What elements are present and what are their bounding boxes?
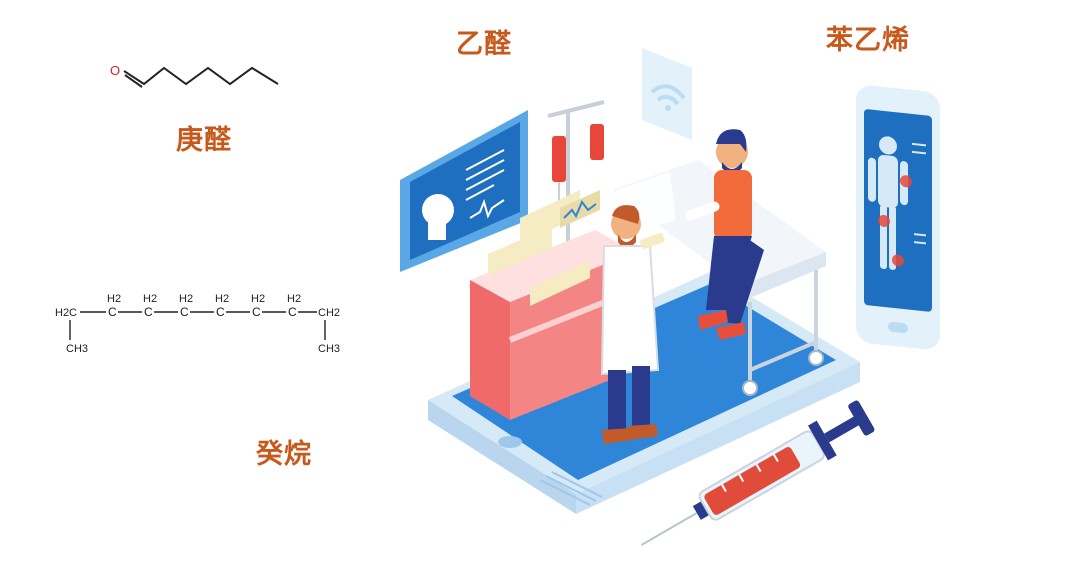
decane-ch2-4: H2 [215, 293, 229, 305]
decane-ch2-2: H2 [143, 293, 157, 305]
head-profile-icon [422, 194, 454, 240]
syringe-icon [640, 400, 875, 546]
heptanal-double-bond [124, 74, 143, 88]
heptanal-label: 庚醛 [176, 125, 232, 156]
medical-illustration [400, 48, 940, 546]
decane-carbon-6: C [288, 305, 297, 319]
heptanal-oxygen-atom: O [110, 63, 120, 78]
decane-bonds [69, 311, 326, 340]
heptanal-structure: O [110, 63, 279, 88]
patient-figure [685, 129, 764, 340]
decane-carbon-4: C [216, 305, 225, 319]
decane-carbon-1: C [108, 305, 117, 319]
decane-left-methyl: CH3 [66, 343, 88, 355]
decane-ch2-3: H2 [179, 293, 193, 305]
decane-ch2-5: H2 [251, 293, 265, 305]
decane-carbon-3: C [180, 305, 189, 319]
heptanal-chain [123, 66, 279, 86]
medical-cabinet [470, 190, 637, 420]
tablet-home-button [498, 436, 522, 448]
decane-right-methyl: CH3 [318, 343, 340, 355]
monitor-pulse [563, 200, 597, 219]
decane-right-end: CH2 [318, 307, 340, 319]
decane-left-end: H2C [55, 307, 77, 319]
decane-label: 癸烷 [256, 439, 312, 470]
styrene-label: 苯乙烯 [826, 25, 910, 56]
decane-ch2-6: H2 [287, 293, 301, 305]
acetaldehyde-label: 乙醛 [456, 29, 512, 60]
left-floating-screen [400, 110, 528, 272]
doctor-figure [600, 205, 665, 444]
right-floating-phone [856, 85, 940, 350]
decane-carbon-5: C [252, 305, 261, 319]
decane-ch2-1: H2 [107, 293, 121, 305]
wifi-card [642, 48, 692, 140]
wifi-icon [650, 84, 686, 106]
decane-carbon-2: C [144, 305, 153, 319]
body-scan-icon [868, 136, 926, 270]
decane-structure: H2C H2 H2 H2 H2 H2 H2 CH2 CH3 CH3 C C C … [55, 293, 340, 355]
